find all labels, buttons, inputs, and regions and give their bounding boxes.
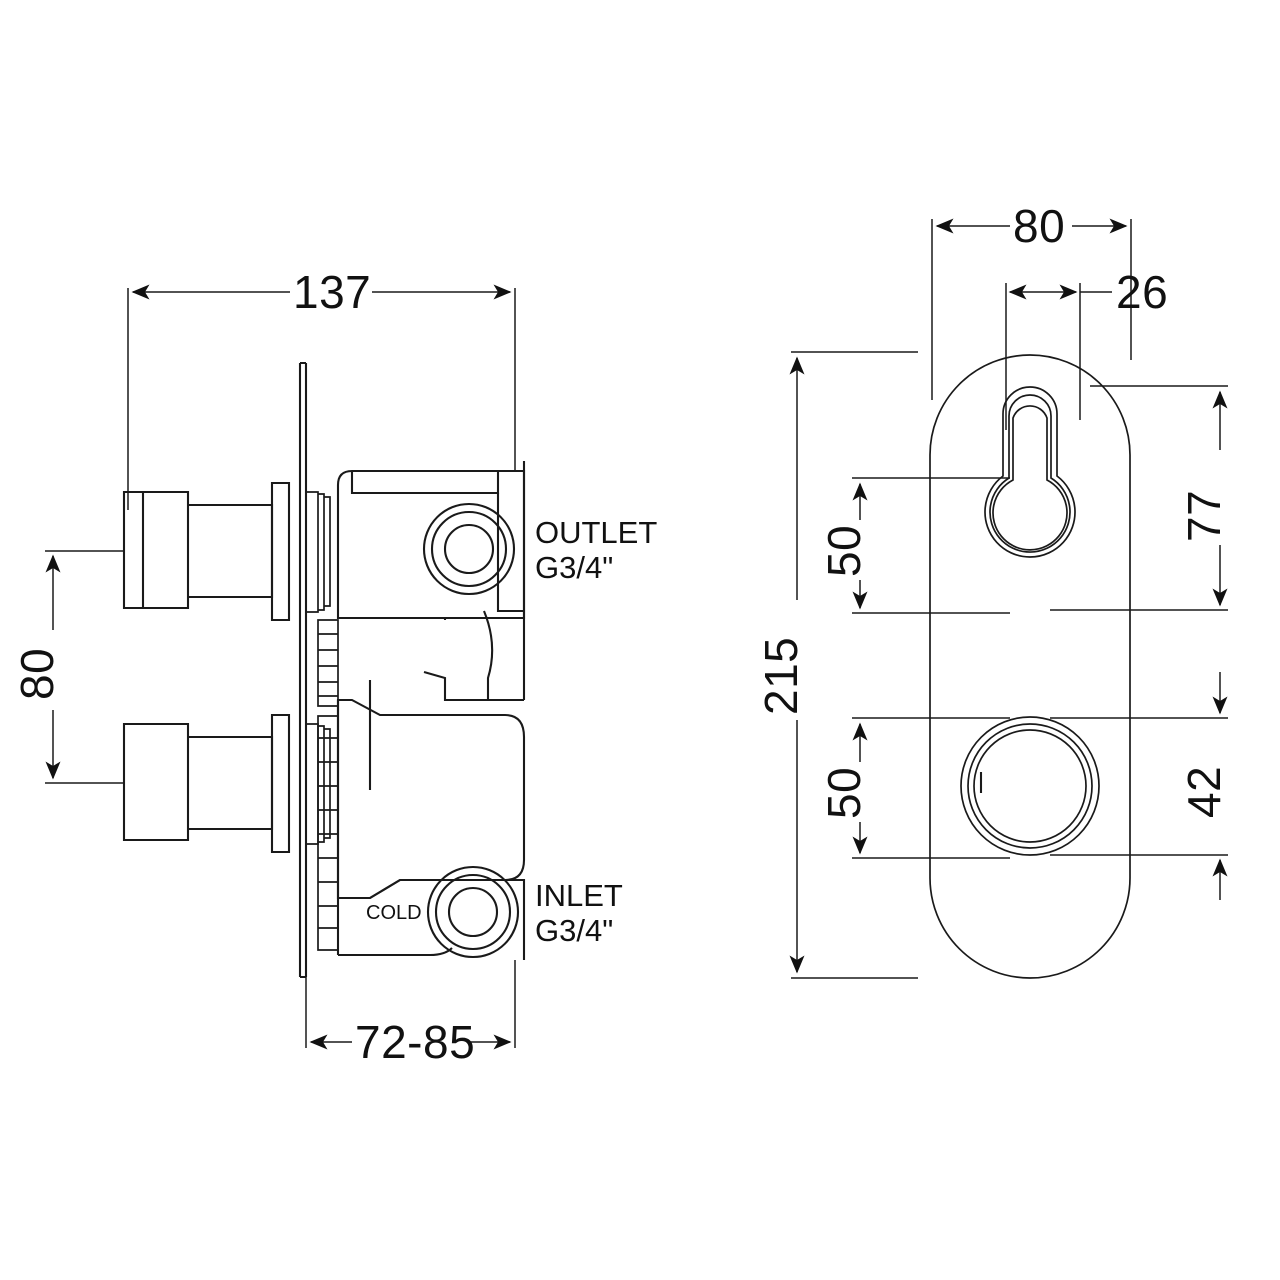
dimension-42: 42 [1050,672,1230,900]
dimension-80-width: 80 [931,200,1132,400]
annotation-inlet: INLET G3/4" [535,878,623,948]
lower-handle-assembly [122,713,331,854]
upper-handle-assembly [122,481,331,622]
dimension-42-label: 42 [1178,766,1230,818]
dimension-50-upper-label: 50 [818,525,870,577]
side-section-view: 137 80 72-85 [11,266,657,1068]
lower-control-ring [960,716,1100,856]
dimension-80-width-label: 80 [1013,200,1065,252]
dimension-72-85: 72-85 [305,960,516,1068]
dimension-77: 77 [1050,385,1230,611]
spline-stack-lower [317,715,339,951]
spline-stack-upper [317,619,339,707]
dimension-50-lower: 50 [818,717,1010,859]
face-plate-outline [929,354,1131,979]
dimension-80-vertical-label: 80 [11,648,63,700]
valve-body-skirt [336,878,526,960]
annotation-outlet: OUTLET G3/4" [535,515,657,585]
annotation-outlet-line1: OUTLET [535,515,657,550]
dimension-80-vertical: 80 [11,550,125,784]
outlet-port [422,502,516,596]
valve-body-mid [338,610,526,790]
dimension-137-label: 137 [293,266,371,318]
dimension-72-85-label: 72-85 [355,1016,475,1068]
dimension-215-label: 215 [755,637,807,715]
annotation-inlet-line1: INLET [535,878,623,913]
annotation-cold-label: COLD [366,902,422,924]
dimension-26-label: 26 [1116,266,1168,318]
dimension-77-label: 77 [1178,490,1230,542]
valve-body-upper [336,461,526,620]
inlet-port [426,865,520,959]
annotation-outlet-line2: G3/4" [535,550,613,585]
dimension-215: 215 [755,351,918,979]
annotation-cold: COLD [366,902,422,924]
wall-plate-fin [298,361,308,979]
dimension-26: 26 [1005,266,1168,430]
dimension-50-upper: 50 [818,477,1010,614]
front-view: 80 26 215 50 [755,200,1230,979]
upper-control-keyhole [984,386,1076,558]
annotation-inlet-line2: G3/4" [535,913,613,948]
dimension-137: 137 [127,266,516,510]
dimension-50-lower-label: 50 [818,767,870,819]
valve-body-lower [336,698,526,900]
